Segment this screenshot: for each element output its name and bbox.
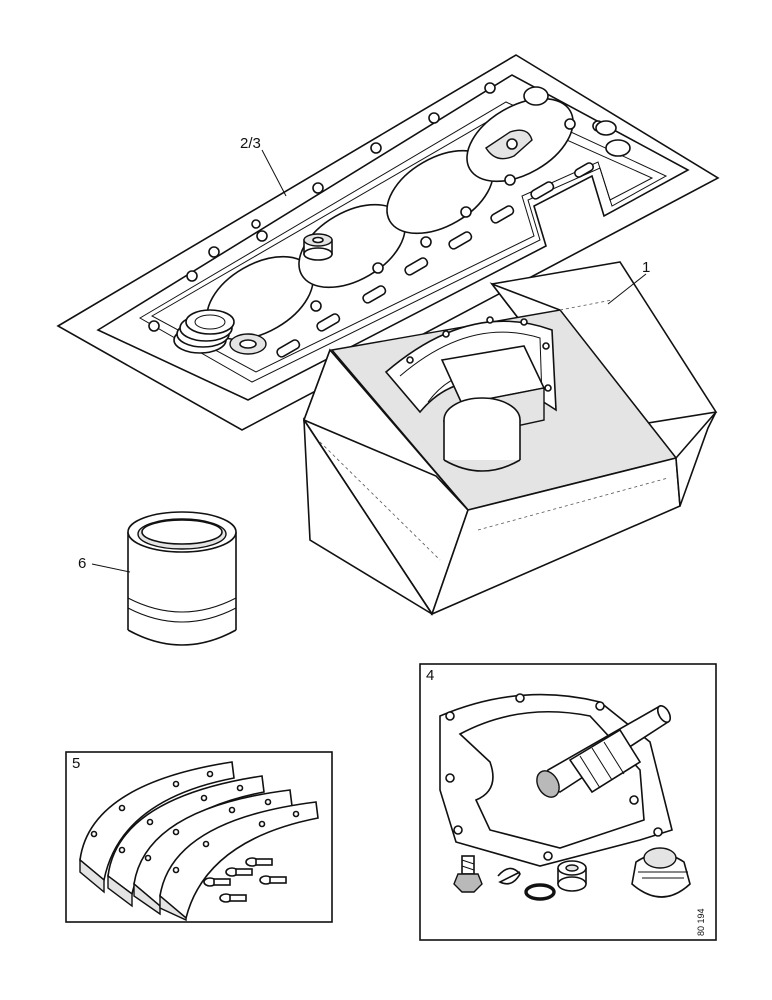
seal-bush: [557, 860, 587, 892]
brake-lining-1: [79, 761, 235, 894]
callout-label-2-3: 2/3: [240, 135, 261, 152]
head-gasket-set: 2/3: [56, 54, 720, 431]
thermostat: [631, 847, 691, 898]
leader-line-2-3: [261, 149, 287, 197]
panel-frame-4: [419, 663, 717, 941]
valve-seal: [303, 233, 333, 261]
callout-label-4: 4: [426, 667, 434, 684]
callout-label-1: 1: [642, 259, 650, 276]
water-pump-kit-panel: 4: [419, 663, 717, 941]
spring-clip: [497, 867, 521, 885]
leader-line-1: [607, 273, 647, 305]
brake-lining-4: [159, 801, 319, 922]
o-ring-stack: [173, 309, 267, 355]
brake-shoe-kit-panel: 5: [65, 751, 333, 923]
leader-line-6: [91, 563, 131, 573]
overhaul-kit-carton: 1: [302, 259, 718, 616]
cylinder-liner: 6: [78, 511, 237, 646]
drain-plug: [453, 855, 483, 893]
panel-frame-5: [65, 751, 333, 923]
callout-label-6: 6: [78, 555, 86, 572]
drawing-number: 80 194: [696, 908, 706, 936]
o-ring: [524, 883, 556, 901]
callout-label-5: 5: [72, 755, 80, 772]
pump-shaft: [536, 704, 672, 798]
rivets: [203, 857, 287, 903]
